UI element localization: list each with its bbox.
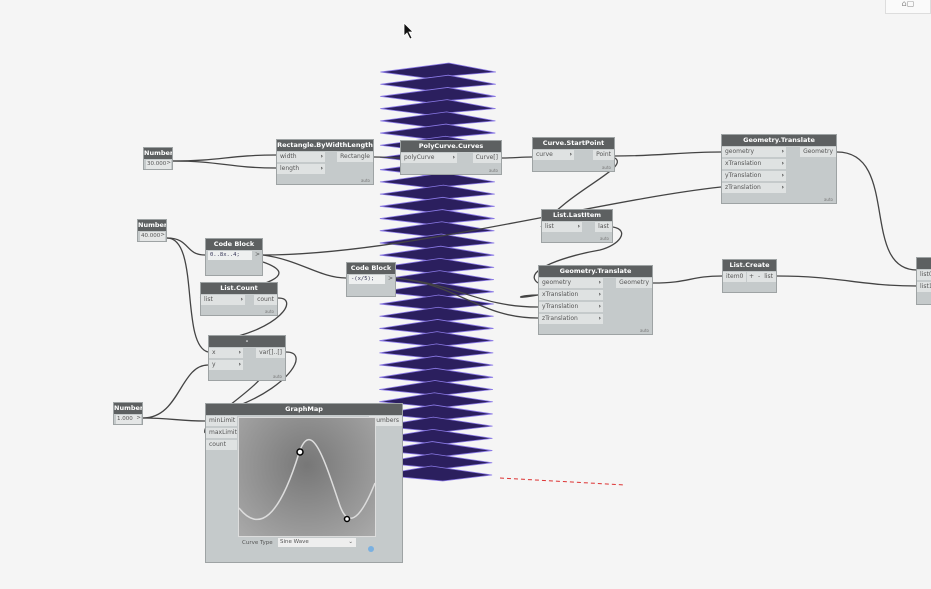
number-node-2[interactable]: Number 40.000 > [137,219,167,242]
input-port-x[interactable]: x› [209,348,243,358]
input-port-ytranslation[interactable]: yTranslation› [539,302,603,312]
tower-floor-slab [379,441,493,457]
input-port-ytranslation[interactable]: yTranslation› [722,171,786,181]
tower-floor-slab [380,87,496,103]
remove-input-button[interactable]: - [756,272,763,282]
input-port-y[interactable]: y› [209,360,243,370]
graph-canvas[interactable] [238,417,376,537]
number-node-1[interactable]: Number 30.000 > [143,147,173,170]
tower-floor-slab [379,416,493,433]
tower-floor-slab [379,221,495,238]
code-block-node-1[interactable]: Code Block 0..8x..4; > [205,238,263,276]
input-port-list0[interactable]: list0 [917,270,931,280]
input-port-list[interactable]: list› [201,295,245,305]
input-port-geometry[interactable]: geometry› [722,147,786,157]
output-port-rectangle[interactable]: Rectangle [337,152,373,162]
tower-floor-slab [379,392,493,409]
list-count-node[interactable]: List.Count list› count auto [200,282,278,316]
input-port-length[interactable]: length› [277,164,325,174]
tower-floor-slab [379,343,494,360]
input-port-polycurve[interactable]: polyCurve› [401,153,457,163]
number-value[interactable]: 1.000 [116,415,141,424]
number-value[interactable]: 40.000 [140,232,165,241]
input-port-item0[interactable]: item0 [723,272,747,282]
code-editor[interactable]: 0..8x..4; [208,251,252,260]
tower-floor-slab [378,465,493,482]
tower-floor-slab [380,62,496,79]
tower-floor-slab [379,257,495,274]
tower-floor-slab [379,270,495,287]
output-port-point[interactable]: Point [593,150,614,160]
polycurve-curves-node[interactable]: PolyCurve.Curves polyCurve› Curve[] auto [400,140,502,175]
graphmap-node[interactable]: GraphMap minLimit maxLimit count numbers… [205,403,403,563]
tower-floor-slab [379,331,494,348]
tower-floor-slab [379,306,494,323]
tower-floor-slab [379,428,493,445]
input-port-width[interactable]: width› [277,152,325,162]
sine-curve [238,438,376,523]
code-block-node-2[interactable]: Code Block -(x/5); > [346,262,396,297]
tower-floor-slab [379,184,495,201]
control-point-handle[interactable] [296,448,304,456]
tower-floor-slab [379,233,495,250]
input-port-ztranslation[interactable]: zTranslation› [539,314,603,324]
tower-floor-slab [379,172,495,189]
tower-floor-slab [380,111,496,128]
curve-startpoint-node[interactable]: Curve.StartPoint curve› Point auto [532,137,615,172]
curve-type-label: Curve Type [242,540,273,546]
input-port-list[interactable]: list› [542,222,582,232]
tower-floor-slab [379,319,494,335]
output-port-numbers[interactable]: numbers [369,416,402,426]
rectangle-by-width-length-node[interactable]: Rectangle.ByWidthLength width› length› R… [276,139,374,185]
tower-floor-slab [379,245,495,262]
tower-floor-slab [379,355,494,372]
input-port-geometry[interactable]: geometry› [539,278,603,288]
list-lastitem-node[interactable]: List.LastItem list› last auto [541,209,613,243]
input-port-maxlimit[interactable]: maxLimit [206,428,237,438]
geometry-translate-node-1[interactable]: Geometry.Translate geometry› xTranslatio… [721,134,837,204]
list-create-node[interactable]: List.Create item0 + - list [722,259,777,293]
offscreen-node[interactable]: list0 list1 [916,257,931,305]
input-port-list1[interactable]: list1 [917,282,931,292]
tower-floor-slab [378,453,493,470]
output-port-curves[interactable]: Curve[] [472,153,501,163]
tower-floor-slab [380,99,496,116]
geometry-translate-node-2[interactable]: Geometry.Translate geometry› xTranslatio… [538,265,653,335]
input-port-ztranslation[interactable]: zTranslation› [722,183,786,193]
input-port-curve[interactable]: curve› [533,150,574,160]
number-node-3[interactable]: Number 1.000 > [113,402,143,425]
output-port-geometry[interactable]: Geometry [800,147,836,157]
output-port-geometry[interactable]: Geometry [616,278,652,288]
input-port-minlimit[interactable]: minLimit [206,416,237,426]
tower-floor-slab [379,196,495,213]
tower-floor-slab [379,380,493,396]
preview-toggle-icon[interactable] [368,546,374,552]
view-toggle-icon[interactable]: ⌂▢ [885,0,931,14]
subtract-node[interactable]: - x› y› var[]..[] auto [208,335,286,381]
curve-type-dropdown[interactable]: Sine Wave⌄ [278,538,356,547]
tower-floor-slab [379,209,495,225]
output-port-list[interactable]: list [761,272,776,282]
tower-floor-slab [380,74,496,91]
code-editor[interactable]: -(x/5); [349,275,385,284]
tower-floor-slab [380,123,496,140]
tower-floor-slab [379,367,494,384]
output-port-var[interactable]: var[]..[] [256,348,285,358]
input-port-xtranslation[interactable]: xTranslation› [722,159,786,169]
number-value[interactable]: 30.000 [146,160,171,169]
tower-floor-slab [379,294,494,311]
output-port-last[interactable]: last [595,222,612,232]
output-port-count[interactable]: count [254,295,277,305]
input-port-xtranslation[interactable]: xTranslation› [539,290,603,300]
tower-floor-slab [379,404,493,421]
arrow-cursor-icon [403,22,414,40]
add-input-button[interactable]: + [747,272,757,282]
control-point-handle[interactable] [343,515,351,523]
input-port-count[interactable]: count [206,440,237,450]
